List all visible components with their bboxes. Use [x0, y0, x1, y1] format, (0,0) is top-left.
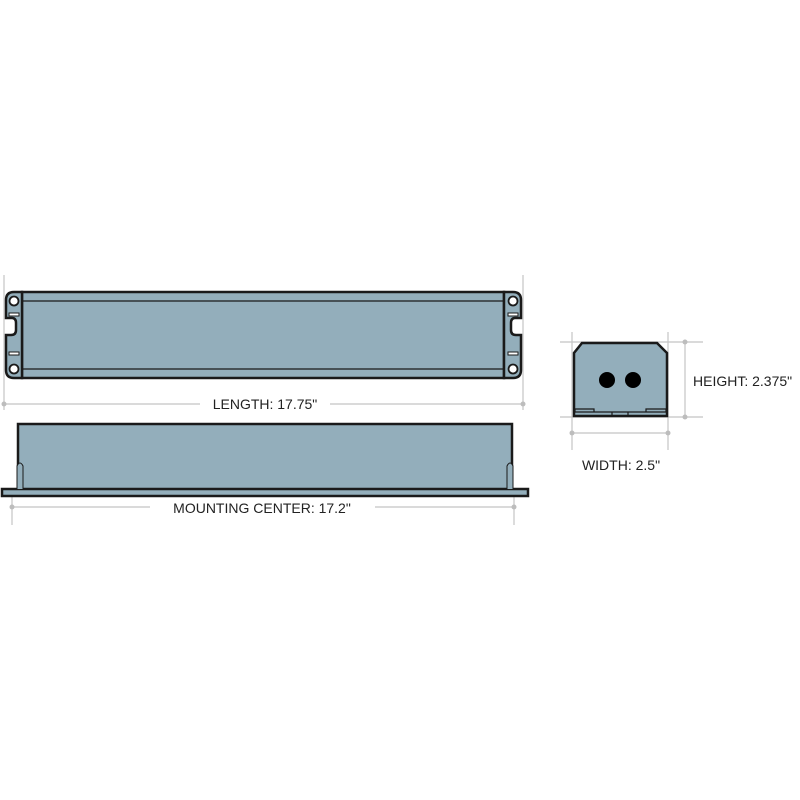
length-label: LENGTH: 17.75": [213, 396, 318, 412]
width-label: WIDTH: 2.5": [582, 457, 660, 473]
end-view: HEIGHT: 2.375" WIDTH: 2.5": [560, 332, 792, 473]
knockout-hole-icon: [625, 372, 641, 388]
mounting-hole-icon: [8, 295, 20, 307]
top-view: LENGTH: 17.75": [1, 275, 526, 412]
mounting-hole-icon: [507, 363, 519, 375]
mounting-center-label: MOUNTING CENTER: 17.2": [173, 500, 351, 516]
knockout-hole-icon: [599, 372, 615, 388]
side-view: MOUNTING CENTER: 17.2": [0, 422, 530, 525]
mounting-hole-icon: [507, 295, 519, 307]
mounting-hole-icon: [8, 363, 20, 375]
height-label: HEIGHT: 2.375": [693, 373, 792, 389]
